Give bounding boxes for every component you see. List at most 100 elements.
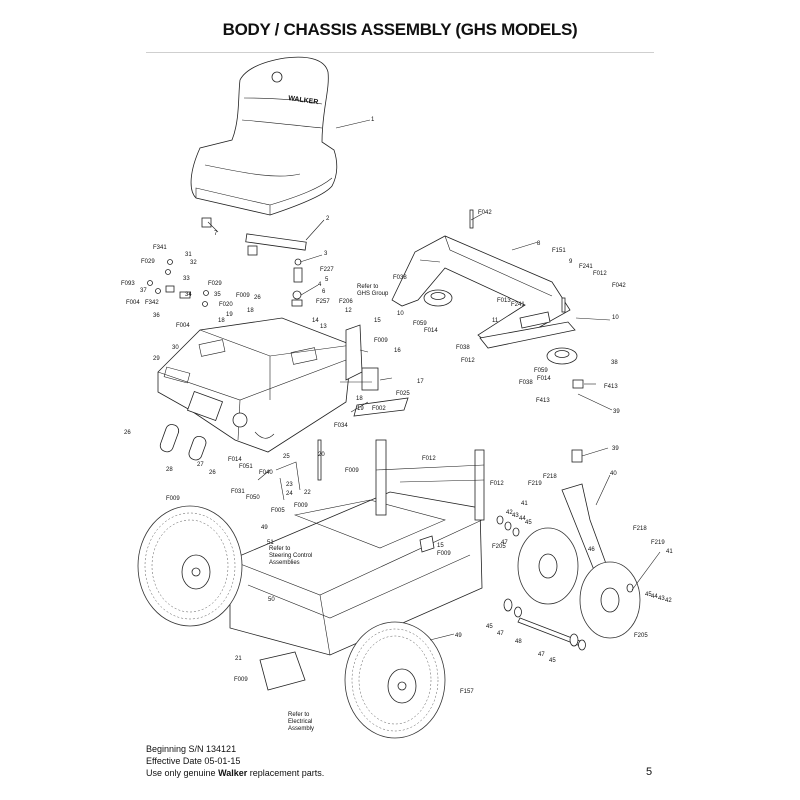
note-electrical-line1: Refer to (288, 712, 310, 718)
callout-38: 38 (611, 360, 618, 366)
callout-26: 26 (209, 470, 216, 476)
callout-F025: F025 (396, 391, 410, 397)
callout-46: 46 (588, 547, 595, 553)
frame-post-part[interactable] (474, 449, 485, 521)
note-steering-line3: Assemblies (269, 560, 300, 566)
callout-47: 47 (497, 631, 504, 637)
frame-post-part[interactable] (375, 439, 387, 516)
knob-part[interactable] (294, 258, 302, 266)
callout-36: 36 (153, 313, 160, 319)
callout-9: 9 (569, 259, 573, 265)
callout-18: 18 (247, 308, 254, 314)
seat-plate-part[interactable] (245, 233, 307, 251)
callout-26: 26 (254, 295, 261, 301)
callout-13: 13 (320, 324, 327, 330)
callout-31: 31 (185, 252, 192, 258)
callout-F051: F051 (239, 464, 253, 470)
cover-part[interactable] (361, 367, 379, 391)
spacer-washer-set[interactable] (496, 515, 634, 651)
callout-26: 26 (124, 430, 131, 436)
callout-F009: F009 (294, 503, 308, 509)
callout-19: 19 (357, 406, 364, 412)
callout-F241: F241 (579, 264, 593, 270)
gas-spring-part[interactable] (317, 439, 322, 481)
callout-18: 18 (218, 318, 225, 324)
bushing-part[interactable] (291, 299, 303, 307)
front-caster-wheel-part[interactable] (517, 527, 579, 605)
callout-24: 24 (286, 491, 293, 497)
spring-part[interactable] (293, 267, 303, 283)
callout-F227: F227 (320, 267, 334, 273)
callout-25: 25 (283, 454, 290, 460)
callout-F009: F009 (345, 468, 359, 474)
front-caster-wheel-part[interactable] (579, 561, 641, 639)
note-steering-line2: Steering Control (269, 553, 312, 559)
callout-15: 15 (374, 318, 381, 324)
left-drive-tire-part[interactable] (137, 505, 243, 627)
washer-part[interactable] (292, 290, 302, 300)
bracket-part[interactable] (353, 397, 409, 417)
callout-F009: F009 (236, 293, 250, 299)
callout-F014: F014 (424, 328, 438, 334)
callout-F031: F031 (231, 489, 245, 495)
notice-suffix: replacement parts. (247, 768, 325, 778)
linkage-part[interactable] (257, 461, 301, 501)
callout-F029: F029 (141, 259, 155, 265)
callout-F257: F257 (316, 299, 330, 305)
body-deck-part[interactable] (157, 317, 353, 453)
note-electrical-line2: Electrical (288, 719, 312, 725)
battery-tray-part[interactable] (259, 651, 306, 691)
callout-41: 41 (666, 549, 673, 555)
pulley-part[interactable] (423, 289, 453, 307)
page-title: BODY / CHASSIS ASSEMBLY (GHS MODELS) (222, 20, 578, 39)
bolt-part[interactable] (561, 297, 566, 313)
callout-39: 39 (613, 409, 620, 415)
callout-F013: F013 (497, 298, 511, 304)
callout-7: 7 (214, 231, 218, 237)
right-drive-tire-part[interactable] (344, 621, 446, 739)
rear-panel-part[interactable] (345, 324, 363, 381)
belt-part[interactable] (159, 423, 181, 454)
callout-3: 3 (324, 251, 328, 257)
callout-51: 51 (267, 540, 274, 546)
seat-bumper-part[interactable] (247, 245, 258, 256)
callout-21: 21 (235, 656, 242, 662)
seat-part[interactable] (190, 56, 338, 216)
callout-F009: F009 (166, 496, 180, 502)
callout-F005: F005 (271, 508, 285, 514)
callout-F413: F413 (536, 398, 550, 404)
callout-27: 27 (197, 462, 204, 468)
callout-F059: F059 (413, 321, 427, 327)
belt-part[interactable] (187, 435, 207, 462)
callout-F219: F219 (528, 481, 542, 487)
chassis-frame-part[interactable] (229, 439, 485, 691)
callout-F059: F059 (534, 368, 548, 374)
pulley-part[interactable] (546, 347, 578, 365)
brand-name: Walker (218, 768, 248, 778)
callout-F029: F029 (208, 281, 222, 287)
seat-brand-text: WALKER (288, 95, 319, 106)
callout-F218: F218 (543, 474, 557, 480)
page-number: 5 (646, 766, 653, 778)
seat-bumper-part[interactable] (201, 217, 212, 228)
callout-20: 20 (318, 452, 325, 458)
bearing-part[interactable] (572, 379, 584, 389)
callout-45: 45 (645, 592, 652, 598)
front-bumper-part[interactable] (391, 235, 576, 349)
callout-10: 10 (397, 311, 404, 317)
callout-33: 33 (183, 276, 190, 282)
callout-F012: F012 (490, 481, 504, 487)
callout-43: 43 (658, 596, 665, 602)
callout-F020: F020 (219, 302, 233, 308)
callout-F012: F012 (461, 358, 475, 364)
callout-F205: F205 (492, 544, 506, 550)
callout-F157: F157 (460, 689, 474, 695)
title-divider (146, 52, 654, 53)
note-ghs-line1: Refer to (357, 284, 379, 290)
callout-34: 34 (185, 292, 192, 298)
fastener-cluster[interactable] (147, 259, 209, 307)
gauge-icon (232, 412, 248, 428)
callout-F413: F413 (604, 384, 618, 390)
callout-19: 19 (226, 312, 233, 318)
bearing-part[interactable] (571, 449, 583, 463)
